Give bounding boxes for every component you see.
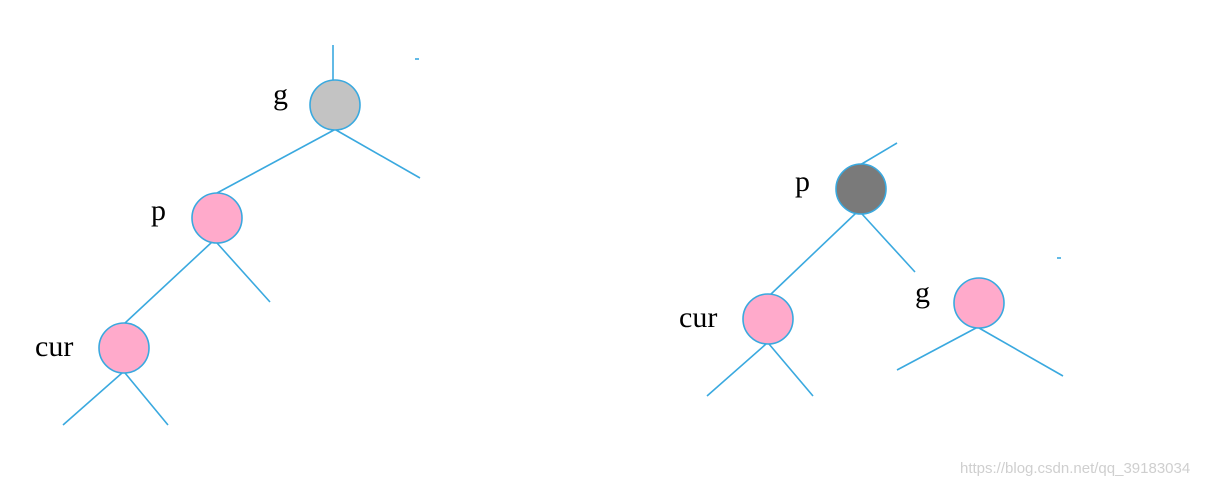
node-p [835,163,887,215]
watermark: https://blog.csdn.net/qq_39183034 [960,460,1190,477]
edge-p-parent [859,142,898,166]
edge-p-cur [124,241,213,324]
node-g [953,277,1005,329]
label-cur: cur [35,330,73,363]
edge-g-uncle [335,129,421,179]
edge-p-cur [769,212,857,296]
edge-p-g [861,213,916,273]
node-g [309,79,361,131]
label-p: p [795,165,810,198]
edge-g-p [216,129,335,194]
edge-g-left [896,327,977,371]
edge-cur-right [768,343,814,397]
label-g: g [915,276,930,309]
node-cur [98,322,150,374]
edge-cur-left [62,372,123,426]
edge-g-right [978,327,1064,377]
left-tree: g p cur [35,45,421,426]
edge-cur-right [124,372,169,426]
label-g: g [273,78,288,111]
edge-p-right [216,242,271,303]
label-cur: cur [679,301,717,334]
right-tree: p cur g [679,142,1064,397]
edge-cur-left [706,343,767,397]
label-p: p [151,194,166,227]
node-cur [742,293,794,345]
node-p [191,192,243,244]
